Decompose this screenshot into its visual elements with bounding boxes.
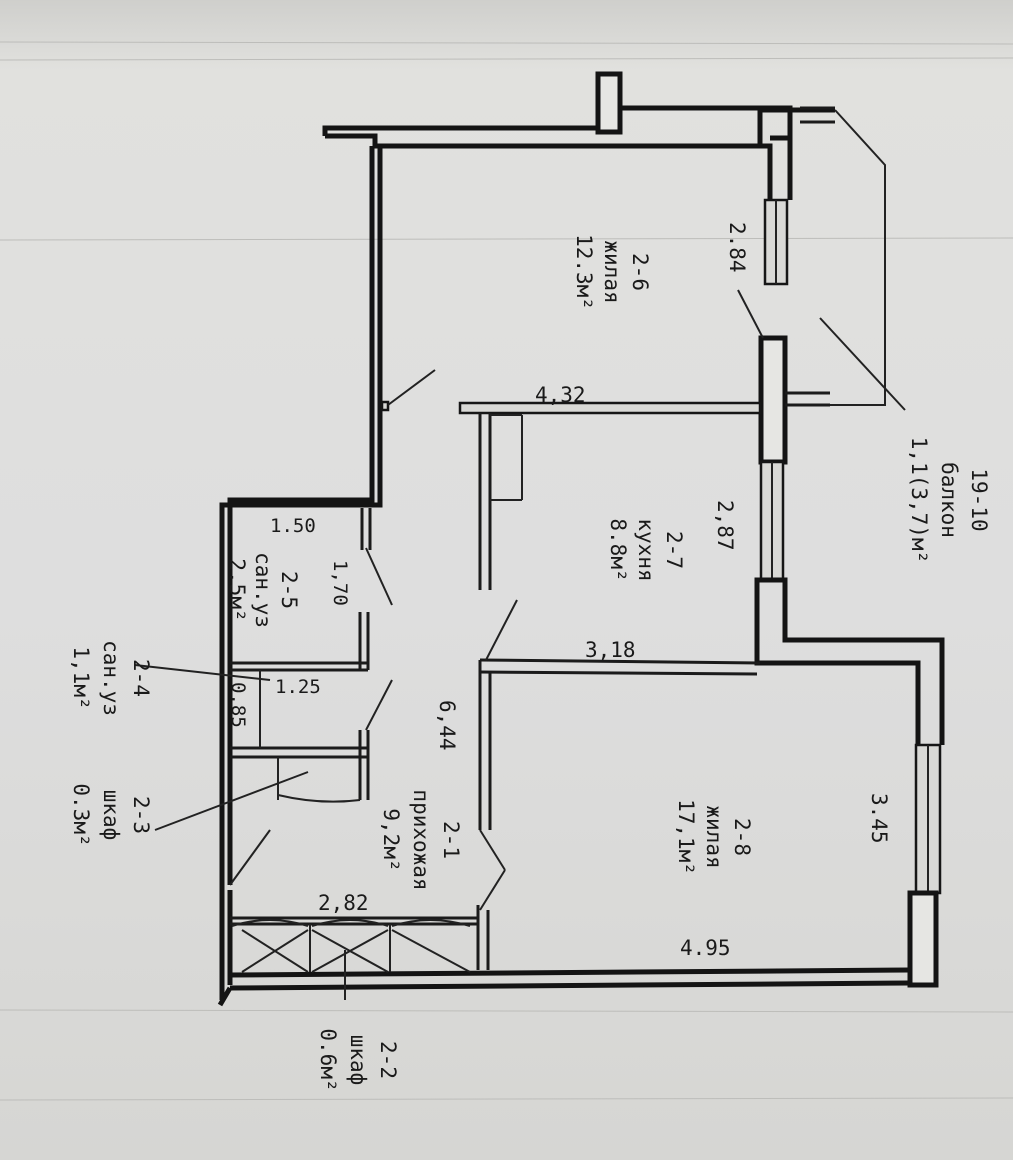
room-2-2-area: 0.6м²	[316, 1028, 340, 1091]
scan-noise	[0, 41, 1013, 1101]
closet-2-2-drawing	[230, 916, 478, 973]
room-2-7-label: 2-7 кухня 8.8м²	[606, 518, 686, 581]
room-2-3-name: шкаф	[99, 790, 123, 841]
room-19-10-id: 19-10	[967, 468, 991, 531]
room-2-7-id: 2-7	[662, 531, 686, 569]
room-2-2-label: 2-2 шкаф 0.6м²	[316, 1028, 400, 1091]
dim-2-82: 2,82	[318, 891, 369, 915]
room-2-8-name: жилая	[702, 805, 726, 868]
dim-0-85: 0.85	[227, 682, 249, 728]
balcony-outline	[830, 109, 886, 406]
dim-3-18: 3,18	[585, 638, 636, 662]
room-2-1-name: прихожая	[409, 789, 433, 890]
dim-4-32: 4,32	[535, 383, 586, 407]
room-19-10-area: 1,1(3,7)м²	[907, 437, 931, 563]
room-2-6-id: 2-6	[628, 253, 652, 291]
room-2-2-id: 2-2	[376, 1041, 400, 1079]
door-swings	[229, 369, 518, 911]
outer-walls	[217, 71, 945, 1007]
room-2-1-area: 9,2м²	[379, 808, 403, 871]
room-2-3-label: 2-3 шкаф 0.3м²	[69, 783, 153, 846]
dimension-labels: 2.84 4,32 2,87 3,18 3.45 4.95 6,44 2,82 …	[227, 222, 891, 960]
dim-2-84: 2.84	[725, 222, 749, 273]
dim-2-87: 2,87	[713, 500, 737, 551]
room-2-5-label: 2-5 сан.уз 2.5м²	[225, 552, 301, 628]
room-2-8-id: 2-8	[730, 818, 754, 856]
room-2-4-id: 2-4	[129, 659, 153, 697]
room-2-3-area: 0.3м²	[69, 783, 93, 846]
room-2-6-label: 2-6 жилая 12.3м²	[572, 234, 652, 310]
dim-1-25: 1.25	[275, 676, 321, 698]
room-2-6-name: жилая	[600, 240, 624, 303]
room-2-5-area: 2.5м²	[225, 558, 249, 621]
room-2-1-label: 2-1 прихожая 9,2м²	[379, 789, 463, 890]
dim-3-45: 3.45	[867, 793, 891, 844]
room-2-4-label: 2-4 сан.уз 1,1м²	[69, 640, 153, 716]
room-19-10-name: балкон	[937, 462, 961, 538]
room-2-2-name: шкаф	[346, 1035, 370, 1086]
interior-walls	[230, 400, 762, 970]
dim-4-95: 4.95	[680, 936, 731, 960]
room-2-1-id: 2-1	[439, 821, 463, 859]
room-2-6-area: 12.3м²	[572, 234, 596, 310]
dim-1-70: 1,70	[329, 560, 351, 606]
dim-1-50: 1.50	[270, 515, 316, 537]
leader-lines	[134, 289, 906, 1000]
room-2-8-label: 2-8 жилая 17,1м²	[674, 799, 754, 875]
room-2-3-id: 2-3	[129, 796, 153, 834]
room-2-4-name: сан.уз	[99, 640, 123, 716]
room-2-4-area: 1,1м²	[69, 646, 93, 709]
room-19-10-label: 19-10 балкон 1,1(3,7)м²	[907, 437, 991, 563]
dim-6-44: 6,44	[435, 700, 459, 751]
room-2-5-id: 2-5	[277, 571, 301, 609]
room-2-5-name: сан.уз	[251, 552, 275, 628]
room-2-8-area: 17,1м²	[674, 799, 698, 875]
room-2-7-area: 8.8м²	[606, 518, 630, 581]
room-2-7-name: кухня	[634, 518, 658, 581]
